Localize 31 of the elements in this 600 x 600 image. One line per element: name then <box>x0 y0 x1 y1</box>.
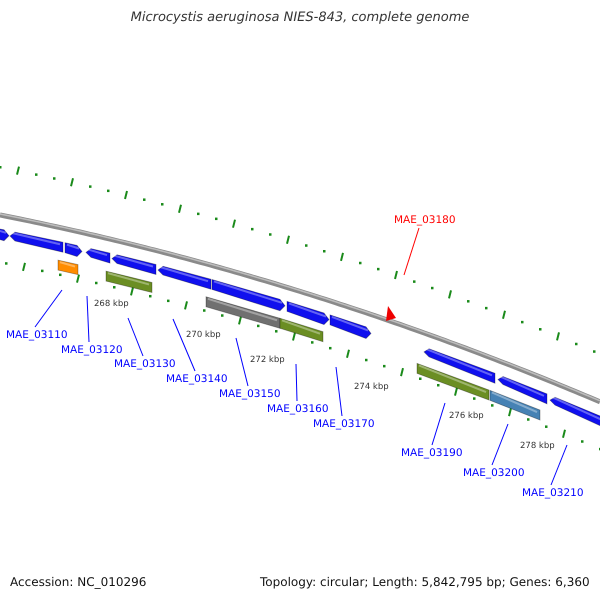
leader-line <box>336 366 342 416</box>
gene-label: MAE_03200 <box>463 468 525 478</box>
scale-label: 268 kbp <box>94 300 129 308</box>
leader-line <box>296 364 298 402</box>
gene-label: MAE_03160 <box>267 404 329 414</box>
leader-line <box>492 424 508 466</box>
leader-line <box>236 338 248 386</box>
leader-line <box>128 318 144 356</box>
gene-label: MAE_03140 <box>166 374 228 384</box>
leader-line <box>550 444 568 486</box>
scale-label: 276 kbp <box>449 412 484 420</box>
gene-label: MAE_03210 <box>522 488 584 498</box>
scale-label: 278 kbp <box>520 442 555 450</box>
leader-line <box>86 296 90 342</box>
gene-label: MAE_03180 <box>394 215 456 226</box>
gene-label: MAE_03190 <box>401 448 463 458</box>
gene-label: MAE_03120 <box>61 345 123 356</box>
scale-label: 272 kbp <box>250 356 285 364</box>
leader-line <box>172 318 196 372</box>
leader-line <box>404 228 420 276</box>
map-title: Microcystis aeruginosa NIES-843, complete genome <box>130 11 470 24</box>
leader-line <box>432 402 446 446</box>
scale-label: 274 kbp <box>354 383 389 392</box>
scale-label: 270 kbp <box>186 331 221 340</box>
gene-label: MAE_03170 <box>313 419 375 430</box>
footer-text: Accession: NC_010296 <box>10 576 146 588</box>
gene-label: MAE_03150 <box>219 389 281 400</box>
gene-label: MAE_03110 <box>6 330 68 340</box>
leader-line <box>34 290 62 328</box>
gene-label: MAE_03130 <box>114 359 176 370</box>
footer-text: Topology: circular; Length: 5,842,795 bp; Genes: 6,360 <box>260 576 590 588</box>
